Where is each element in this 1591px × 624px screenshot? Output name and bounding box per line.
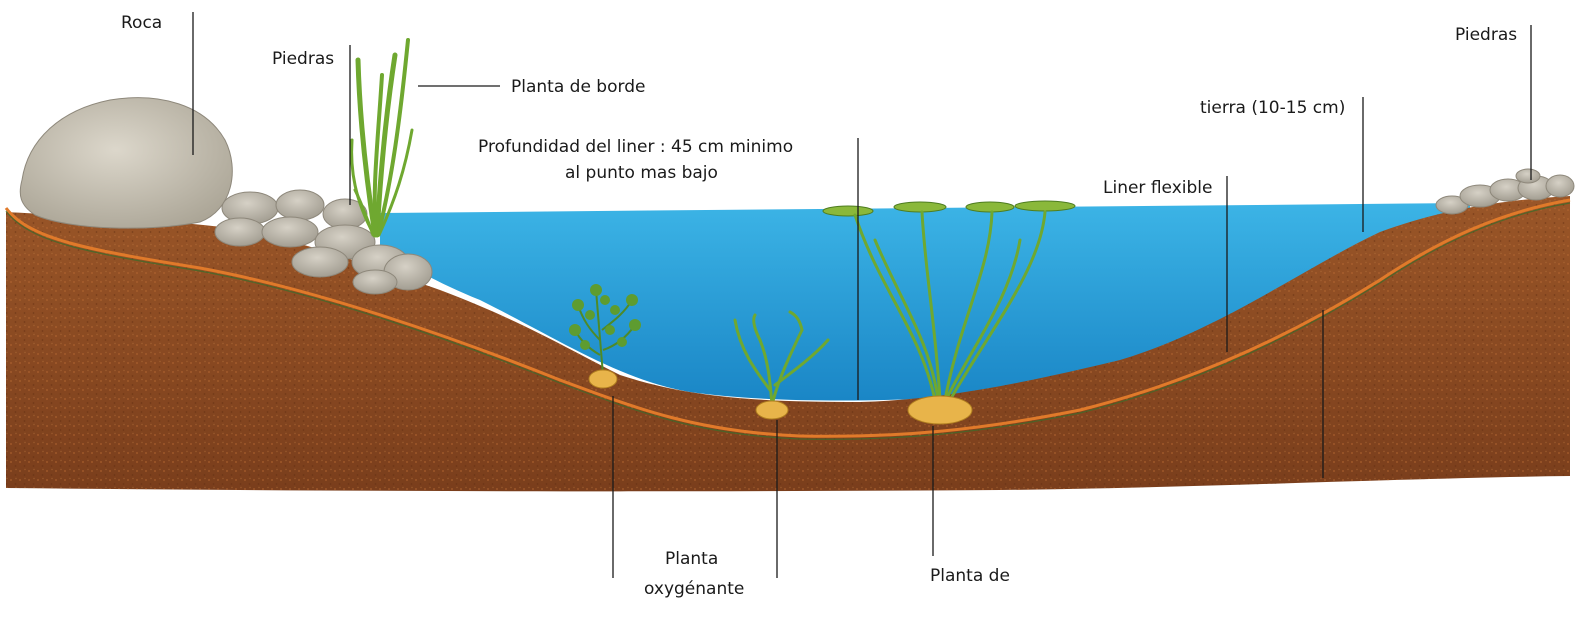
lily-root-ball — [908, 396, 972, 424]
label-piedras-right: Piedras — [1455, 25, 1517, 45]
label-planta-borde: Planta de borde — [511, 77, 645, 97]
large-rock — [20, 98, 232, 228]
oxygenating-root-ball — [589, 370, 617, 388]
label-planta-oxy-line1: Planta — [665, 549, 718, 569]
marginal-plant — [352, 40, 412, 235]
label-liner-flexible: Liner flexible — [1103, 178, 1212, 198]
label-tierra: tierra (10-15 cm) — [1200, 98, 1345, 118]
label-planta-de: Planta de — [930, 566, 1010, 586]
label-roca: Roca — [121, 13, 162, 33]
label-profundidad-line2: al punto mas bajo — [565, 163, 718, 183]
label-profundidad-line1: Profundidad del liner : 45 cm minimo — [478, 137, 793, 157]
submerged-root-ball — [756, 401, 788, 419]
label-piedras-left: Piedras — [272, 49, 334, 69]
label-planta-oxy-line2: oxygénante — [644, 579, 744, 599]
